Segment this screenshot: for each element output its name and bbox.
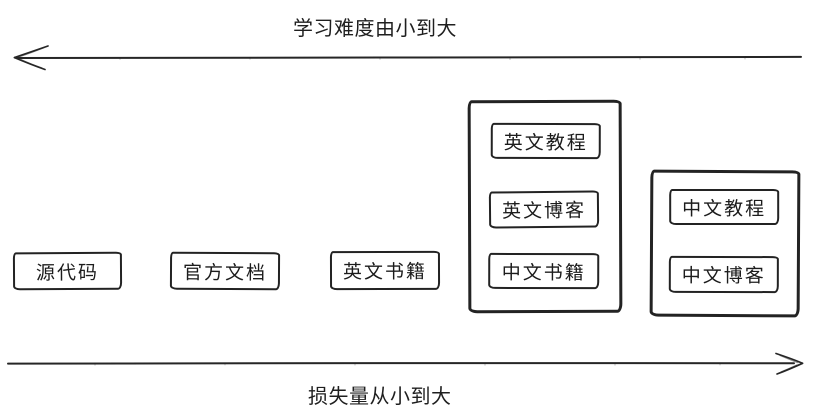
node-english-tutorials-label: 英文教程 (503, 132, 588, 154)
node-chinese-tutorials-label: 中文教程 (682, 198, 767, 220)
node-english-blogs: 英文博客 (488, 190, 600, 229)
node-english-books: 英文书籍 (329, 250, 441, 291)
node-english-books-label: 英文书籍 (342, 261, 428, 284)
node-english-blogs-label: 英文博客 (501, 200, 587, 223)
group-chinese-resources: 中文教程 中文博客 (649, 169, 801, 318)
node-source-code-label: 源代码 (35, 262, 100, 284)
node-official-docs-label: 官方文档 (182, 262, 268, 284)
node-chinese-blogs: 中文博客 (668, 255, 779, 294)
group-english-resources: 英文教程 英文博客 中文书籍 (467, 99, 623, 314)
top-axis-label: 学习难度由小到大 (293, 18, 457, 40)
bottom-axis-label: 损失量从小到大 (308, 386, 452, 408)
node-source-code: 源代码 (12, 251, 123, 291)
node-chinese-books: 中文书籍 (488, 252, 600, 290)
node-english-tutorials: 英文教程 (490, 122, 601, 160)
node-chinese-blogs-label: 中文博客 (681, 265, 766, 288)
arrow-left-icon (13, 45, 802, 71)
arrow-right-icon (7, 352, 804, 375)
node-chinese-books-label: 中文书籍 (501, 262, 586, 284)
node-official-docs: 官方文档 (169, 251, 281, 291)
node-chinese-tutorials: 中文教程 (669, 188, 780, 226)
